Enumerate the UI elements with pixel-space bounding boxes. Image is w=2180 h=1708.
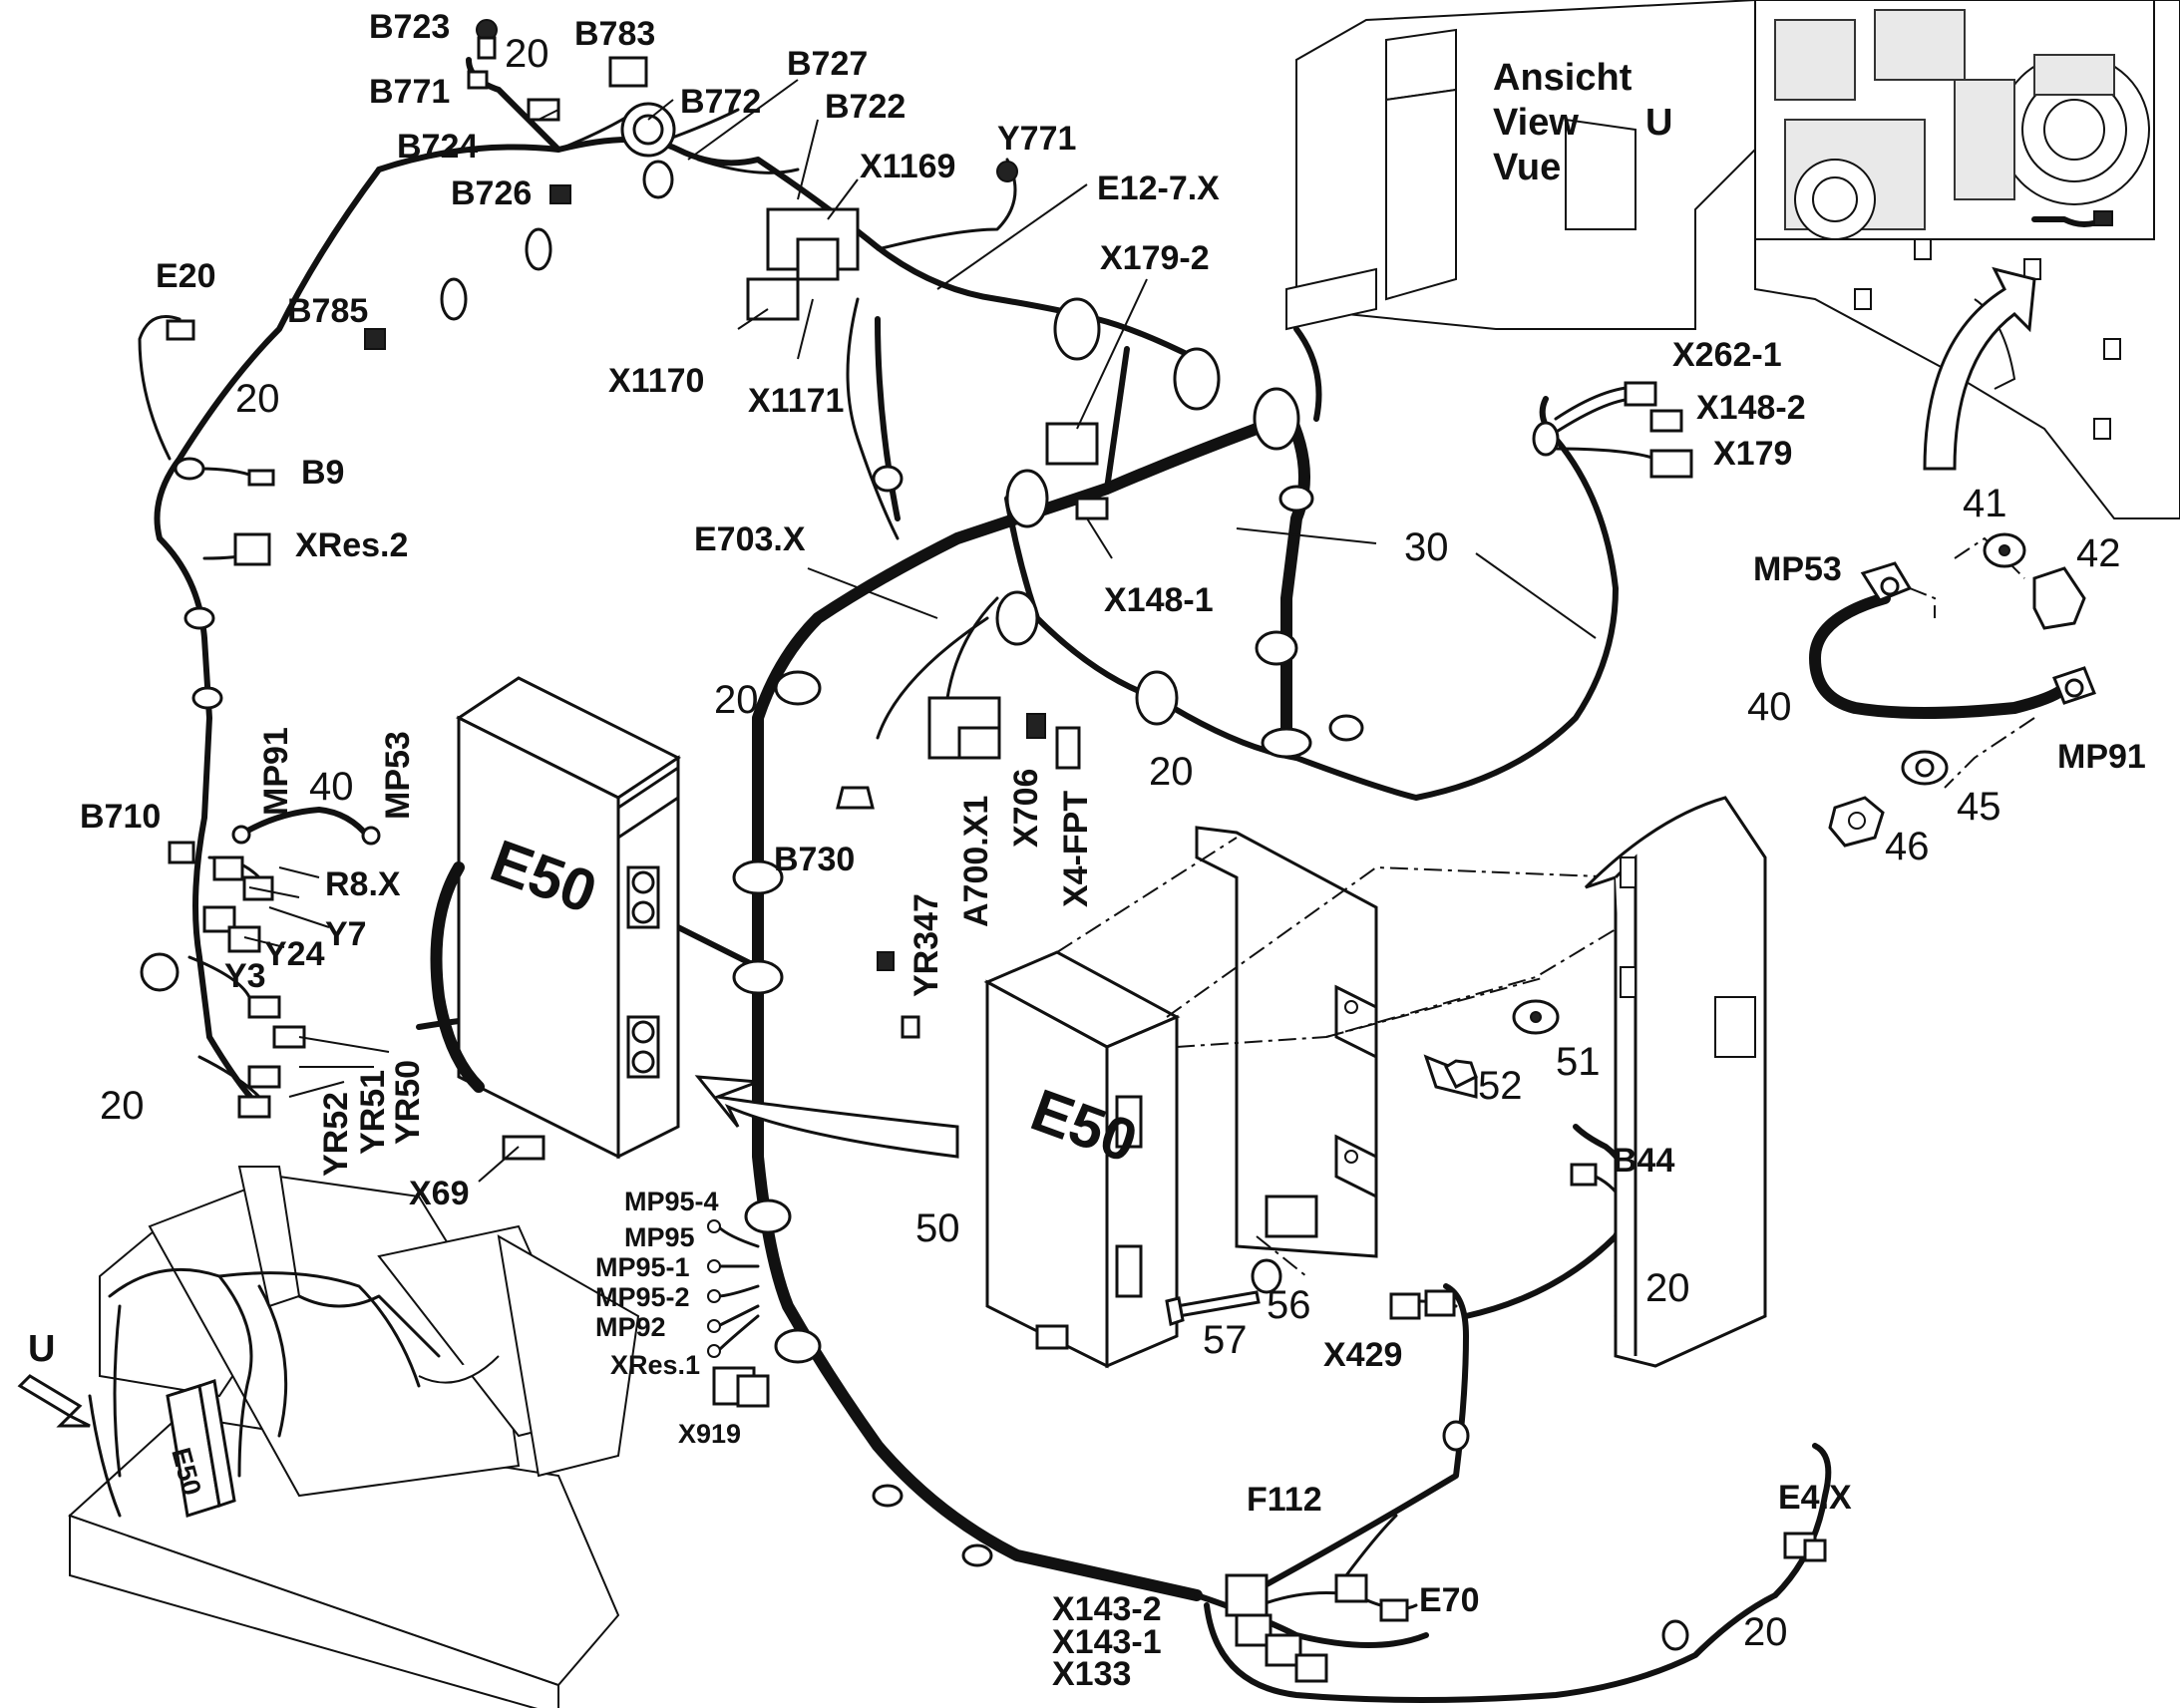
label-MP53-right: MP53: [1753, 550, 1842, 588]
label-YR50: YR50: [389, 1060, 427, 1145]
number-20-left: 20: [100, 1084, 145, 1128]
label-X69: X69: [409, 1175, 470, 1212]
label-X148-1: X148-1: [1104, 581, 1214, 619]
label-Y3: Y3: [224, 957, 266, 995]
label-X143-2: X143-2: [1052, 1590, 1162, 1628]
number-40-right: 40: [1747, 685, 1792, 729]
view-title-de: Ansicht: [1493, 57, 1633, 99]
number-41: 41: [1963, 482, 2007, 525]
view-letter: U: [1645, 102, 1672, 144]
label-X143-1: X143-1: [1052, 1623, 1162, 1661]
label-E70: E70: [1419, 1581, 1480, 1619]
label-B783: B783: [574, 15, 655, 53]
label-MP95-4: MP95-4: [624, 1187, 719, 1216]
label-B785: B785: [287, 292, 368, 330]
part-labels: B723 B783 B771 B724 B727 B772 B722 B726 …: [80, 8, 2146, 1693]
label-MP92: MP92: [595, 1312, 666, 1342]
label-R8X: R8.X: [325, 865, 401, 903]
number-45: 45: [1957, 785, 2001, 829]
label-B710: B710: [80, 798, 161, 836]
label-B722: B722: [825, 88, 906, 126]
number-40-left: 40: [309, 765, 354, 809]
label-X133: X133: [1052, 1655, 1131, 1693]
number-20-e4: 20: [1743, 1610, 1788, 1654]
label-YR347: YR347: [908, 893, 945, 997]
label-E4X: E4.X: [1778, 1479, 1852, 1517]
label-X429: X429: [1323, 1336, 1402, 1374]
harness-clamps: [174, 160, 1689, 1651]
label-X1171: X1171: [748, 382, 844, 420]
label-X148-2: X148-2: [1696, 389, 1806, 427]
label-YR51: YR51: [354, 1070, 392, 1155]
number-52: 52: [1478, 1064, 1523, 1108]
number-20-b44: 20: [1645, 1266, 1690, 1310]
leader-lines: [243, 79, 1597, 1183]
e50-mounting-assembly: E50: [983, 796, 1767, 1369]
view-title-en: View: [1493, 102, 1579, 144]
view-u-machine-detail: Ansicht View U Vue: [1285, 0, 2180, 519]
label-F112: F112: [1247, 1481, 1322, 1519]
label-B726: B726: [451, 174, 532, 212]
label-Y771: Y771: [997, 120, 1076, 158]
number-30: 30: [1404, 525, 1449, 569]
label-MP91-left: MP91: [257, 727, 295, 816]
number-56: 56: [1267, 1283, 1311, 1327]
label-E703X: E703.X: [694, 520, 806, 558]
label-B727: B727: [787, 45, 868, 83]
number-57: 57: [1203, 1318, 1248, 1362]
label-YR52: YR52: [317, 1092, 355, 1177]
number-51: 51: [1556, 1040, 1601, 1084]
inset-arrow-label: U: [28, 1328, 55, 1370]
label-X179: X179: [1713, 435, 1792, 473]
number-42: 42: [2076, 531, 2121, 575]
label-B724: B724: [397, 128, 478, 166]
label-X262-1: X262-1: [1672, 336, 1782, 374]
label-MP53-left: MP53: [379, 731, 417, 820]
ground-cable-assembly: [1809, 532, 2096, 848]
label-XRes1: XRes.1: [610, 1350, 700, 1380]
inset-machine-overview: E50 U: [17, 1166, 640, 1708]
label-A700X1: A700.X1: [957, 796, 995, 927]
label-X4-FPT: X4-FPT: [1057, 791, 1095, 907]
e50-main-module: E50: [430, 676, 959, 1161]
item-numbers: 20 20 20 20 20 20 20 30 40 40 41 42 45 4…: [100, 32, 2121, 1654]
label-B9: B9: [301, 454, 344, 492]
label-X179-2: X179-2: [1100, 239, 1210, 277]
label-MP95-2: MP95-2: [595, 1282, 690, 1312]
number-50: 50: [915, 1206, 960, 1250]
label-B44: B44: [1613, 1142, 1674, 1180]
label-X1170: X1170: [608, 362, 704, 400]
number-20-e20: 20: [235, 377, 280, 421]
number-20-center: 20: [714, 678, 759, 722]
label-B730: B730: [774, 841, 855, 878]
label-MP91-right: MP91: [2057, 738, 2146, 776]
number-46: 46: [1885, 825, 1930, 868]
label-X919: X919: [678, 1419, 741, 1449]
label-Y7: Y7: [325, 915, 367, 953]
label-X1169: X1169: [860, 148, 955, 185]
view-title-fr: Vue: [1493, 147, 1561, 188]
label-MP95-1: MP95-1: [595, 1252, 690, 1282]
label-B772: B772: [680, 83, 761, 121]
number-20-top: 20: [505, 32, 549, 76]
label-Y24: Y24: [264, 935, 325, 973]
label-B771: B771: [369, 73, 450, 111]
number-20-mid: 20: [1149, 750, 1194, 794]
label-X706: X706: [1007, 769, 1045, 848]
label-MP95: MP95: [624, 1222, 695, 1252]
label-E12-7X: E12-7.X: [1097, 170, 1220, 207]
label-E20: E20: [156, 257, 216, 295]
label-XRes2: XRes.2: [295, 526, 408, 564]
connectors: [140, 19, 1827, 1683]
label-B723: B723: [369, 8, 450, 46]
